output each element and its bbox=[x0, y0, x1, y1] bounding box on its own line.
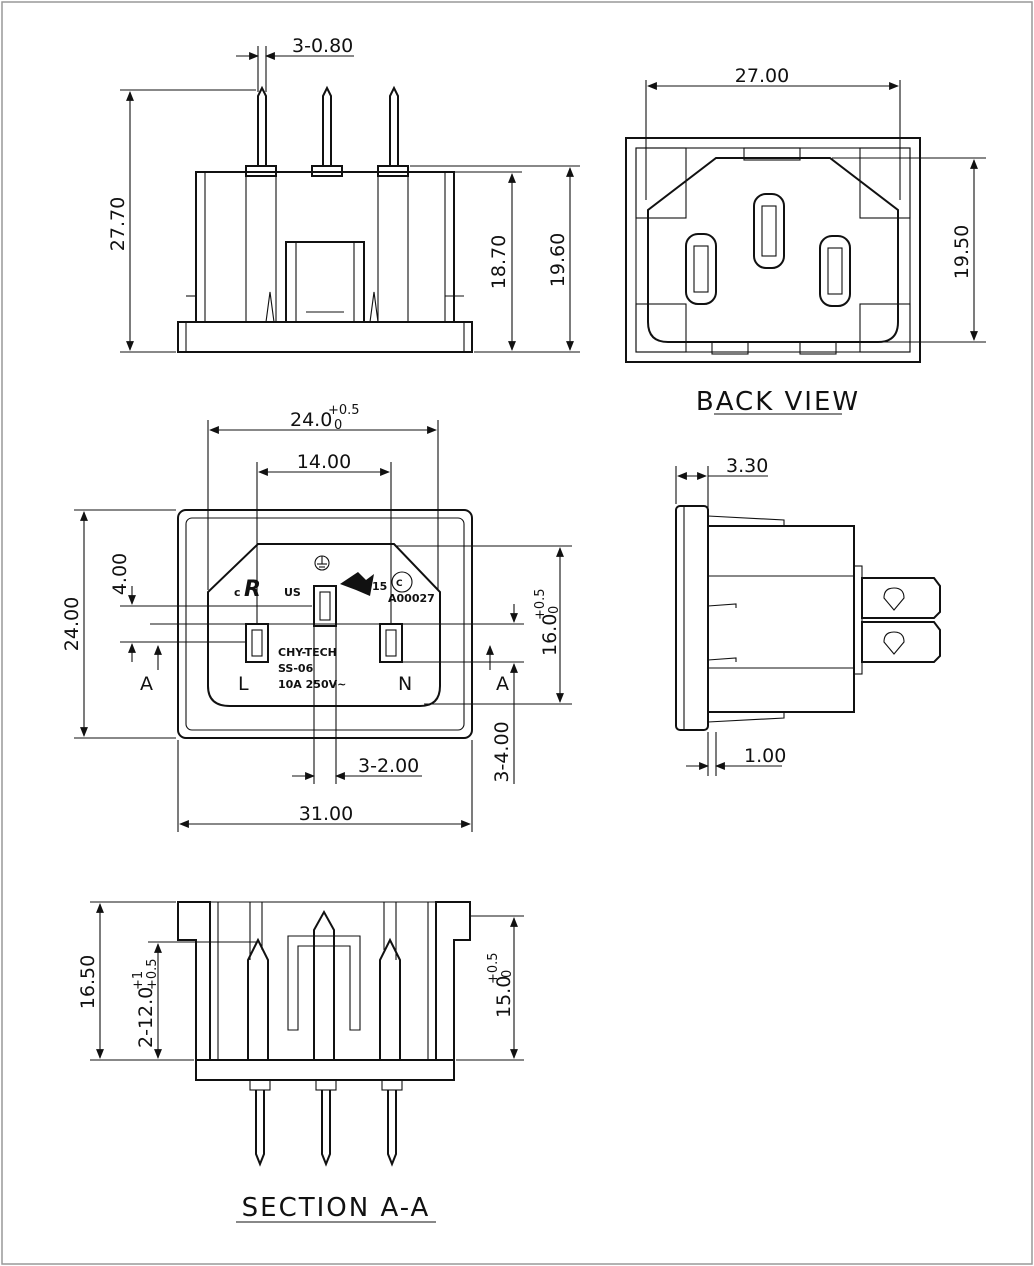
back-view: 27.00 19.50 BACK VIEW bbox=[625, 65, 986, 417]
back-view-title: BACK VIEW bbox=[696, 387, 860, 417]
dim-slot-width: 3-2.00 bbox=[358, 755, 419, 777]
front-body bbox=[195, 171, 455, 323]
dim-total-height: 27.70 bbox=[107, 197, 129, 251]
section-dim-pin-depth: 2-12.0 bbox=[135, 987, 157, 1048]
section-dim-pin-tol-top: +1 bbox=[131, 971, 146, 990]
section-base bbox=[195, 1059, 455, 1081]
back-dim-height: 19.50 bbox=[951, 225, 973, 279]
cert-ccc-logo bbox=[391, 571, 413, 593]
side-view: 3.30 1.00 bbox=[675, 455, 941, 776]
cert-ru-logo: R bbox=[244, 577, 261, 602]
front-base bbox=[177, 321, 473, 353]
section-pin-left bbox=[247, 937, 269, 1061]
side-dim-lip: 1.00 bbox=[744, 745, 786, 767]
model-text: SS-06 bbox=[278, 662, 314, 675]
cert-ccc-code: A00027 bbox=[388, 592, 435, 605]
dim-inner-tol-top: +0.5 bbox=[533, 588, 548, 620]
dim-width-tol-top: +0.5 bbox=[328, 403, 360, 418]
dim-height: 24.00 bbox=[61, 597, 83, 651]
dim-pin-span: 14.00 bbox=[297, 451, 351, 473]
section-marker-right: A bbox=[496, 673, 509, 695]
section-dim-pin-tol-bottom: +0.5 bbox=[145, 958, 160, 990]
top-view: c R US 15 C A00027 CHY-TECH SS-06 10A 25… bbox=[61, 403, 572, 832]
top-socket-face bbox=[207, 543, 441, 707]
dim-inner-height: 16.0 bbox=[539, 614, 561, 656]
cert-arrow-logo bbox=[340, 572, 374, 596]
front-pins bbox=[257, 85, 399, 166]
section-view: 16.50 2-12.0 +0.5 +1 15.0 +0.5 0 SECTION… bbox=[77, 901, 524, 1223]
dim-pin-offset: 4.00 bbox=[109, 553, 131, 595]
label-l: L bbox=[238, 673, 249, 695]
side-dim-flange: 3.30 bbox=[726, 455, 768, 477]
dim-pin-width: 3-0.80 bbox=[292, 35, 353, 57]
front-view: 3-0.80 27.70 18.70 19.60 bbox=[107, 35, 580, 353]
dim-pin-spacing: 3-4.00 bbox=[491, 721, 513, 782]
dim-width-main: 24.0 bbox=[290, 409, 332, 431]
section-pin-center bbox=[313, 909, 335, 1061]
dim-height-2: 19.60 bbox=[547, 233, 569, 287]
section-dim-total: 16.50 bbox=[77, 955, 99, 1009]
label-n: N bbox=[398, 673, 412, 695]
section-dim-inner-tol-top: +0.5 bbox=[486, 952, 501, 984]
section-dim-inner-tol-bottom: 0 bbox=[500, 970, 515, 978]
cert-us: US bbox=[284, 586, 301, 599]
dim-body-height: 18.70 bbox=[488, 235, 510, 289]
cert-c: c bbox=[234, 586, 241, 599]
brand-text: CHY-TECH bbox=[278, 646, 337, 659]
back-dim-width: 27.00 bbox=[735, 65, 789, 87]
section-left-wall bbox=[177, 901, 211, 1061]
section-title: SECTION A-A bbox=[242, 1193, 431, 1223]
section-marker-left: A bbox=[140, 673, 153, 695]
dim-flange-width: 31.00 bbox=[299, 803, 353, 825]
section-right-wall bbox=[435, 901, 471, 1061]
section-pin-right bbox=[379, 937, 401, 1061]
svg-text:C: C bbox=[396, 579, 403, 589]
rating-text: 10A 250V~ bbox=[278, 678, 346, 691]
cert-code: 15 bbox=[372, 580, 387, 593]
section-dim-inner-depth: 15.0 bbox=[493, 976, 515, 1018]
dim-width-tol-bottom: 0 bbox=[334, 418, 342, 433]
back-socket-face bbox=[647, 157, 899, 343]
dim-inner-tol-bottom: 0 bbox=[547, 606, 562, 614]
